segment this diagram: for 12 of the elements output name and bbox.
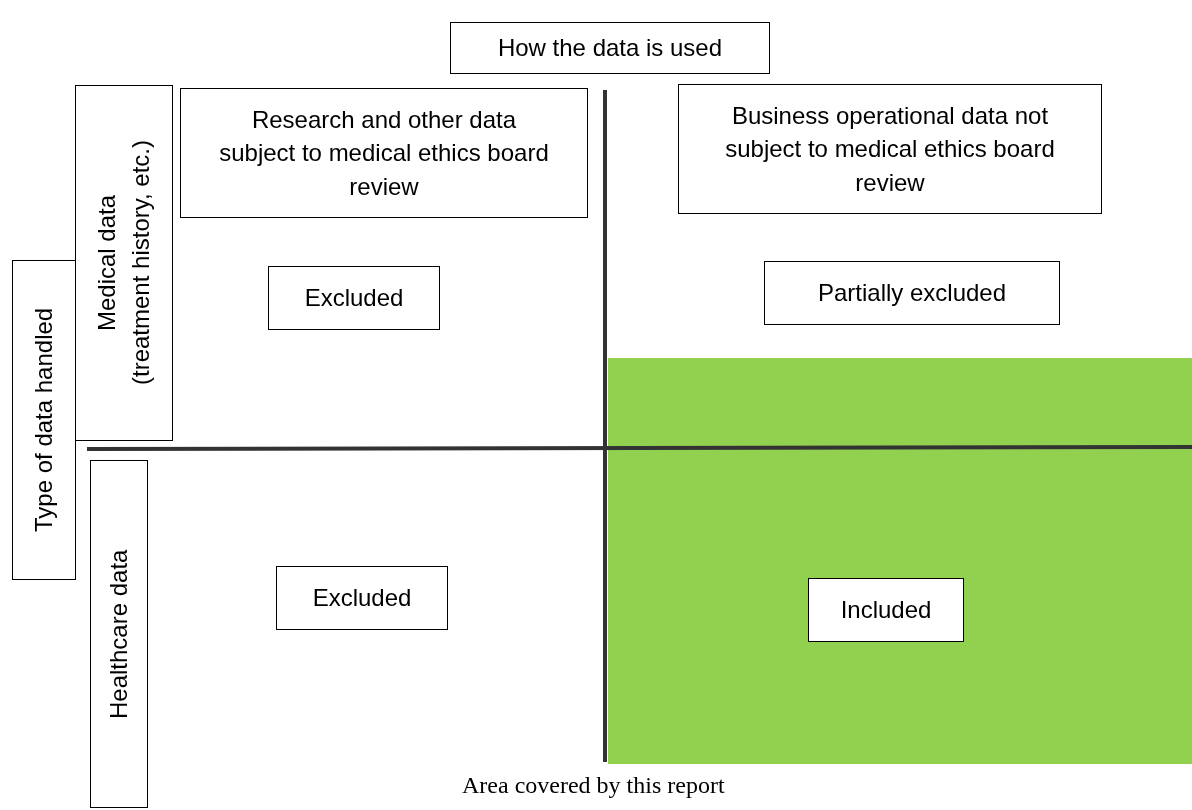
row-header-box: Healthcare data (90, 460, 148, 808)
axis-title-box: Type of data handled (12, 260, 76, 580)
row-header-box: Medical data (treatment history, etc.) (75, 85, 173, 441)
category-box: Business operational data not subject to medical ethics board review (678, 84, 1102, 214)
highlighted-area (608, 358, 1192, 764)
caption: Area covered by this report (462, 772, 725, 799)
status-box: Included (808, 578, 964, 642)
status-box: Partially excluded (764, 261, 1060, 325)
status-box: Excluded (276, 566, 448, 630)
status-box: Excluded (268, 266, 440, 330)
category-box: Research and other data subject to medical ethics board review (180, 88, 588, 218)
axis-title-box: How the data is used (450, 22, 770, 74)
